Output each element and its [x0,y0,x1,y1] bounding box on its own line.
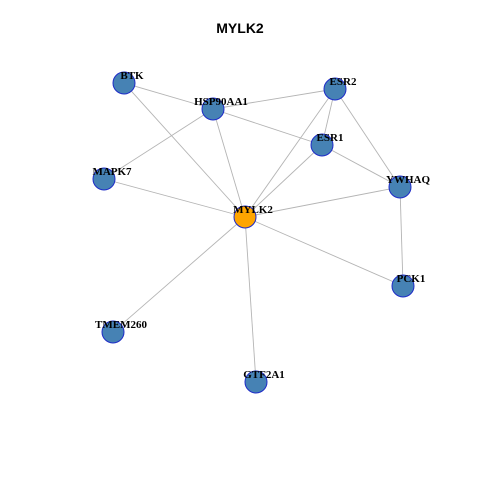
node-label-gtf2a1: GTF2A1 [243,369,285,381]
node-label-pck1: PCK1 [397,273,426,285]
edge-mylk2-pck1 [244,216,404,287]
edge-hsp90aa1-mapk7 [103,108,214,180]
edge-mylk2-gtf2a1 [244,216,257,383]
edge-esr2-mylk2 [244,88,336,218]
node-circle-pck1 [391,274,415,298]
node-label-mylk2: MYLK2 [233,204,273,216]
edge-hsp90aa1-esr2 [212,88,336,110]
edge-btk-mylk2 [123,82,246,218]
edge-esr1-ywhaq [321,144,401,188]
node-circle-esr2 [323,77,347,101]
node-esr2: ESR2 [323,76,357,101]
edge-hsp90aa1-esr1 [212,108,323,146]
node-hsp90aa1: HSP90AA1 [194,96,248,121]
node-btk: BTK [112,70,144,95]
node-label-btk: BTK [120,70,144,82]
node-label-tmem260: TMEM260 [95,319,147,331]
node-circle-ywhaq [388,175,412,199]
edge-mylk2-tmem260 [112,216,246,333]
edge-esr2-ywhaq [334,88,401,188]
edge-btk-hsp90aa1 [123,82,214,110]
node-label-mapk7: MAPK7 [92,166,132,178]
node-mylk2: MYLK2 [233,204,273,229]
node-label-esr1: ESR1 [317,132,344,144]
node-esr1: ESR1 [310,132,344,157]
node-circle-mapk7 [92,167,116,191]
edge-ywhaq-pck1 [399,186,404,287]
node-circle-btk [112,71,136,95]
node-circle-hsp90aa1 [201,97,225,121]
edges-layer [103,82,404,383]
edge-mapk7-mylk2 [103,178,246,218]
edge-hsp90aa1-mylk2 [212,108,246,218]
node-gtf2a1: GTF2A1 [243,369,285,394]
node-ywhaq: YWHAQ [386,174,430,199]
edge-esr1-mylk2 [244,144,323,218]
plot-title: MYLK2 [216,20,264,36]
node-circle-mylk2 [233,205,257,229]
node-circle-esr1 [310,133,334,157]
node-label-esr2: ESR2 [330,76,357,88]
node-circle-gtf2a1 [244,370,268,394]
node-tmem260: TMEM260 [95,319,147,344]
node-pck1: PCK1 [391,273,426,298]
node-mapk7: MAPK7 [92,166,132,191]
edge-ywhaq-mylk2 [244,186,401,218]
node-label-ywhaq: YWHAQ [386,174,430,186]
node-label-hsp90aa1: HSP90AA1 [194,96,248,108]
node-circle-tmem260 [101,320,125,344]
